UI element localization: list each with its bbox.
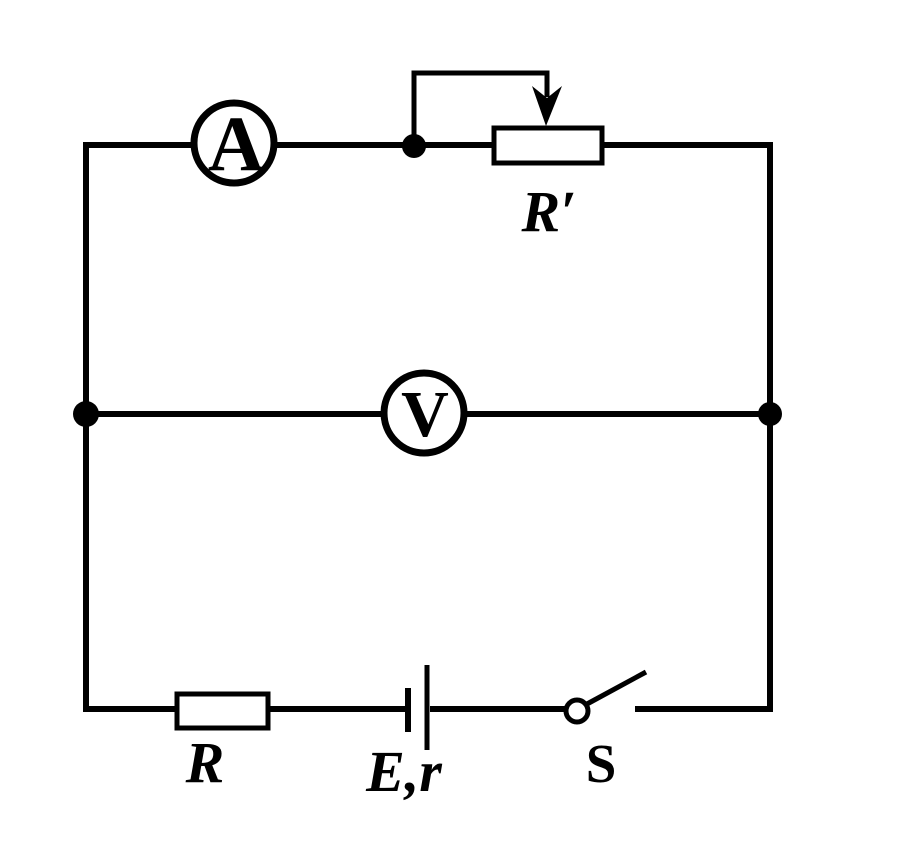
ammeter-circle-icon [190,99,278,187]
rheostat-slider-wire [411,70,550,146]
voltmeter-circle-icon [380,369,468,457]
main-loop-wire [83,142,773,712]
ammeter-label: A [208,100,264,187]
resistor-label: R [185,730,225,795]
resistor-body [174,691,271,731]
junction-dot-right [758,402,782,426]
switch-pivot-icon [563,697,591,725]
rheostat-label: R′ [521,179,577,244]
rheostat-slider-arrow-icon [532,86,562,126]
switch-lever [585,669,648,707]
junction-dot-left [73,401,99,427]
voltmeter-label: V [401,378,449,451]
rheostat-body [491,125,605,166]
battery-label: E,r [365,739,442,804]
junction-dot-top [402,134,426,158]
switch-label: S [586,733,617,794]
